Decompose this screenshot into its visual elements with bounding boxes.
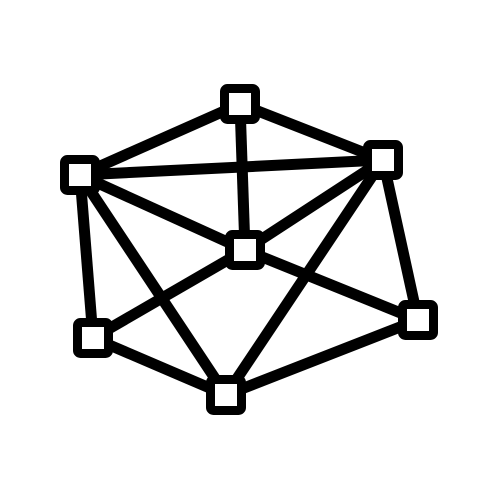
edge-left-topright [79,154,384,181]
edge-top-center [234,103,251,251]
edge-bottomleft-bottom [90,332,229,401]
edge-center-bottomleft [90,245,248,343]
edge-top-topright [237,98,386,166]
edge-topright-center [241,155,387,255]
edge-left-center [77,169,248,256]
edge-bottom-right [223,314,421,401]
node-topright [363,140,403,180]
edge-left-bottom [75,171,231,399]
node-right [398,300,438,340]
node-bottomleft [73,318,113,358]
node-top [220,84,260,124]
stock-id-label: 695766377 [0,195,3,250]
edge-center-right [242,244,421,326]
node-left [60,155,100,195]
node-bottom [206,375,246,415]
network-nodes [60,84,438,415]
edge-top-left [77,98,243,181]
node-center [225,230,265,270]
connection-lines [74,98,424,401]
edge-topright-right [377,158,424,322]
edge-left-bottomleft [74,174,99,339]
